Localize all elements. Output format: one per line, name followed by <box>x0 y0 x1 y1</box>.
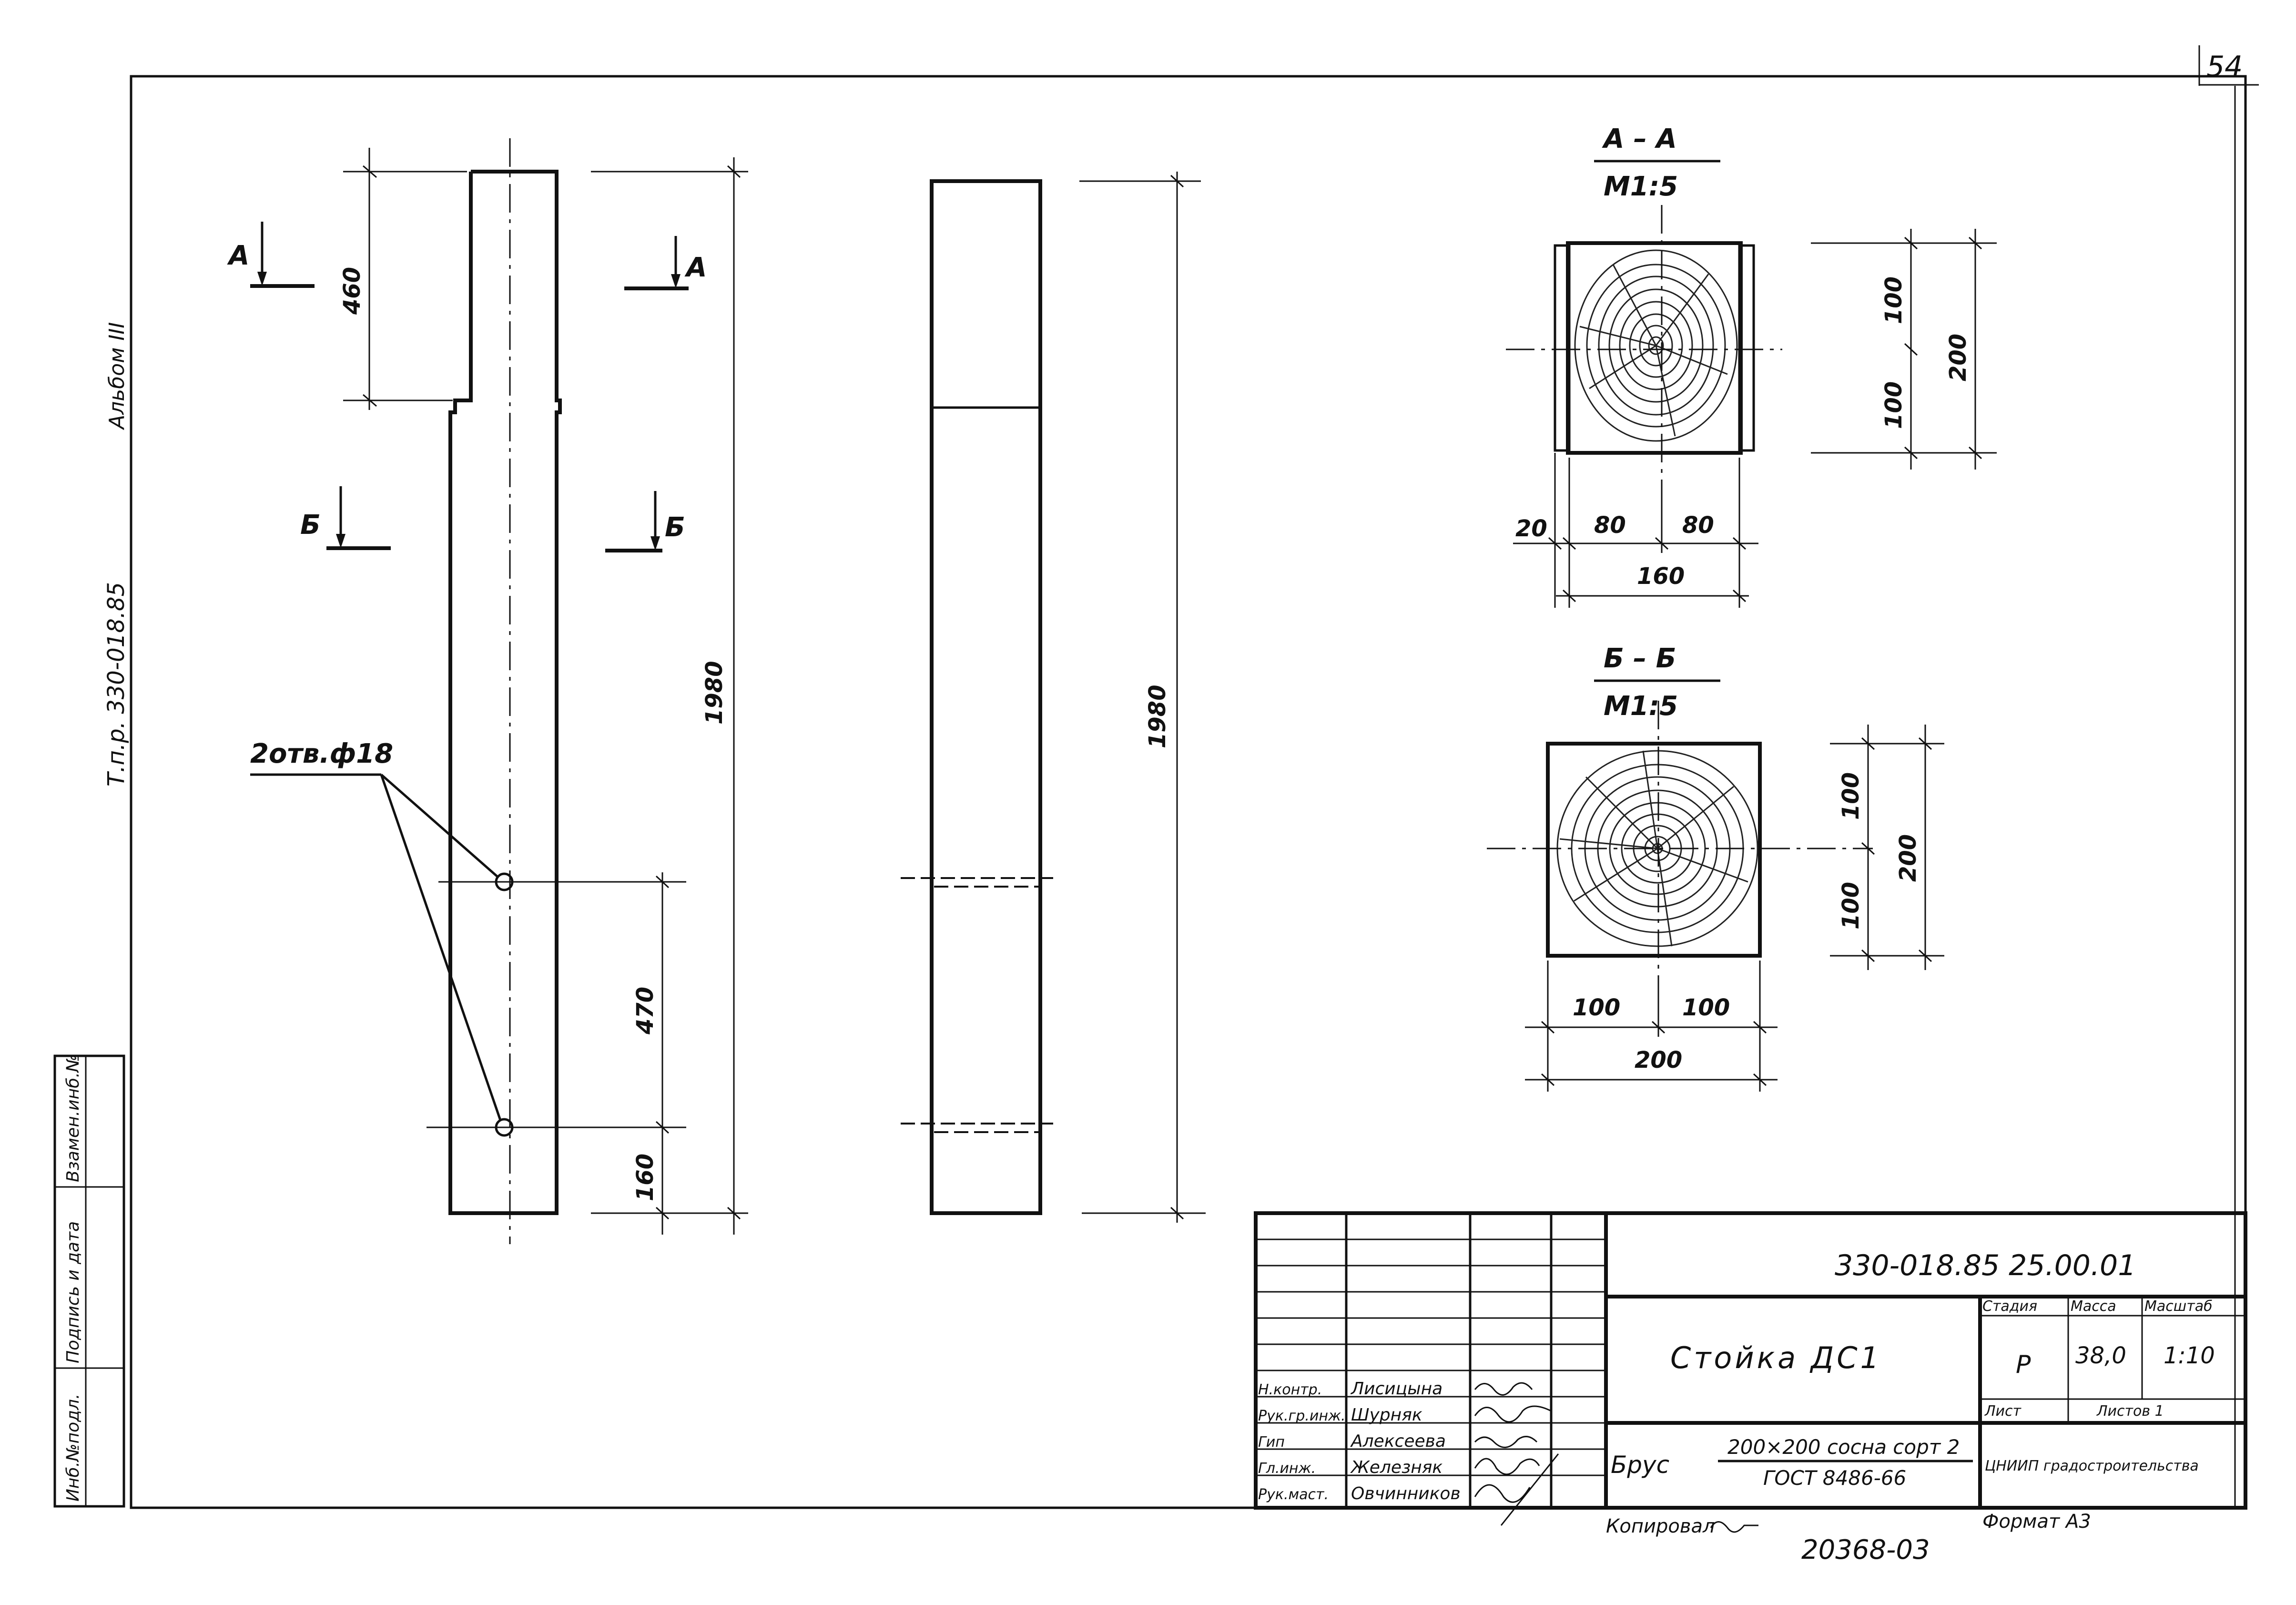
side-approval-box <box>53 1054 125 1508</box>
section-marker-b-right: Б <box>605 491 685 552</box>
drawing-number: 20368-03 <box>1801 1534 1930 1565</box>
holes-label: 2отв.ф18 <box>250 738 393 769</box>
section-b-title: Б – Б <box>1604 643 1676 674</box>
dim-1980-left: 1980 <box>701 661 728 725</box>
section-b-dim-100-right: 100 <box>1682 994 1730 1021</box>
dim-160-post: 160 <box>632 1154 659 1201</box>
role-4: Гл.инж. <box>1258 1460 1316 1477</box>
section-a-beam <box>1566 241 1743 455</box>
svg-text:Б: Б <box>665 512 685 543</box>
title-code: 330-018.85 25.00.01 <box>1835 1249 2136 1282</box>
section-a-dim-20: 20 <box>1515 515 1547 542</box>
album-label: Альбом III <box>105 322 129 430</box>
section-b-dim-200-bottom: 200 <box>1635 1047 1682 1073</box>
section-b-dim-200: 200 <box>1895 834 1921 882</box>
section-b-dim-100-left: 100 <box>1573 994 1620 1021</box>
scale-value: 1:10 <box>2164 1342 2215 1369</box>
role-1: Н.контр. <box>1258 1381 1322 1398</box>
section-b-dim-100-bottom: 100 <box>1838 882 1864 930</box>
copied-label: Копировал <box>1606 1515 1715 1537</box>
holes-callout: 2отв.ф18 <box>250 738 502 1121</box>
section-a-dim-80-left: 80 <box>1594 512 1626 539</box>
post-side-outline <box>930 179 1042 1215</box>
section-b-scale: М1:5 <box>1604 691 1678 722</box>
organization: ЦНИИП градостроительства <box>1985 1458 2199 1474</box>
section-marker-a-right: А <box>624 236 707 290</box>
section-marker-a-left: А <box>227 222 315 288</box>
section-b-b: Б – Б М1:5 100 100 200 <box>1487 643 1944 1092</box>
section-a-dim-80-right: 80 <box>1682 512 1714 539</box>
sheets-header: Листов 1 <box>2096 1403 2164 1420</box>
name-1: Лисицына <box>1350 1379 1443 1399</box>
project-label: Т.п.р. 330-018.85 <box>103 582 130 787</box>
post-front-outline <box>448 170 562 1215</box>
section-a-a: А – А М1:5 100 100 200 <box>1506 123 1997 608</box>
dim-460: 460 <box>339 267 366 315</box>
post-side-view <box>901 179 1206 1215</box>
mass-value: 38,0 <box>2075 1342 2126 1369</box>
section-a-dim-200: 200 <box>1945 334 1971 381</box>
format-label: Формат А3 <box>1982 1511 2091 1533</box>
section-marker-b-left: Б <box>300 486 391 550</box>
stage-value: Р <box>2016 1350 2031 1379</box>
post-front-view <box>343 138 748 1244</box>
material-top: 200×200 сосна сорт 2 <box>1727 1435 1960 1459</box>
role-5: Рук.маст. <box>1258 1486 1329 1503</box>
title-name: Стойка ДС1 <box>1670 1340 1882 1375</box>
mass-header: Масса <box>2071 1298 2116 1315</box>
page-number: 54 <box>2206 50 2243 83</box>
section-a-title: А – А <box>1602 123 1677 154</box>
side-inv-no: Инб.№подл. <box>63 1394 83 1502</box>
material-prefix: Брус <box>1611 1451 1669 1479</box>
title-block: 330-018.85 25.00.01 Стойка ДС1 Стадия Ма… <box>1254 1211 2247 1526</box>
name-2: Шурняк <box>1351 1405 1422 1425</box>
name-3: Алексеева <box>1350 1431 1446 1451</box>
signature-scribbles <box>1474 1382 1559 1526</box>
section-b-beam <box>1546 742 1762 958</box>
scale-header: Масштаб <box>2144 1298 2213 1315</box>
side-signature-date: Подпись и дата <box>63 1221 83 1363</box>
section-b-dim-100-top: 100 <box>1838 772 1864 820</box>
section-a-scale: М1:5 <box>1604 171 1678 202</box>
name-5: Овчинников <box>1351 1484 1461 1503</box>
dim-470: 470 <box>632 987 659 1035</box>
role-2: Рук.гр.инж. <box>1258 1408 1346 1424</box>
section-a-grain <box>1574 249 1738 442</box>
sheet-header: Лист <box>1984 1403 2022 1420</box>
side-replace-inv: Взамен.инб.№ <box>63 1054 83 1182</box>
svg-text:Б: Б <box>300 510 321 541</box>
stage-header: Стадия <box>1982 1298 2037 1315</box>
material-bottom: ГОСТ 8486-66 <box>1763 1466 1906 1490</box>
dim-1980-right: 1980 <box>1144 685 1171 748</box>
section-a-dim-100-top: 100 <box>1880 276 1907 324</box>
name-4: Железняк <box>1350 1458 1443 1477</box>
svg-text:А: А <box>684 252 707 283</box>
copied-signature <box>1710 1521 1758 1533</box>
section-a-dim-100-bottom: 100 <box>1880 381 1907 429</box>
section-a-dim-160: 160 <box>1637 563 1685 590</box>
role-3: Гип <box>1258 1434 1285 1451</box>
sheet-frame <box>130 75 2247 1509</box>
svg-text:А: А <box>227 240 249 271</box>
